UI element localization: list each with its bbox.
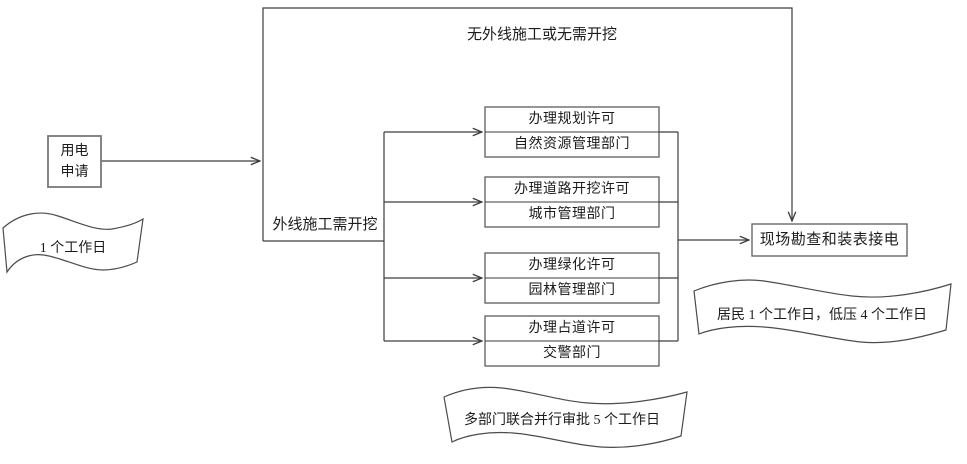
permit-4-department: 交警部门 (543, 345, 601, 361)
start-box (47, 135, 102, 188)
note-start-duration: 1 个工作日 (39, 241, 107, 257)
start-box-label: 用电 申请 (48, 136, 101, 187)
banner-start-duration (2, 212, 144, 274)
note-end-duration: 居民 1 个工作日，低压 4 个工作日 (717, 308, 927, 324)
permit-2-name: 办理道路开挖许可 (514, 181, 630, 197)
permit-2-department: 城市管理部门 (528, 206, 616, 222)
note-parallel-approval: 多部门联合并行审批 5 个工作日 (464, 413, 660, 429)
permit-4-name: 办理占道许可 (528, 320, 616, 336)
end-box-label: 现场勘查和装表接电 (759, 231, 900, 248)
end-box (751, 223, 908, 257)
permit-1-department: 自然资源管理部门 (514, 136, 630, 152)
label-external-work: 外线施工需开挖 (272, 216, 378, 233)
permit-3-department: 园林管理部门 (528, 282, 616, 298)
banner-parallel-approval (443, 386, 688, 448)
start-box-line1: 用电 (60, 143, 89, 159)
permit-1-name: 办理规划许可 (528, 111, 616, 127)
bypass-route-arrow (262, 7, 792, 241)
start-box-line2: 申请 (60, 164, 89, 180)
label-no-external-work: 无外线施工或无需开挖 (466, 26, 617, 43)
banner-end-duration (693, 279, 952, 344)
permit-3-name: 办理绿化许可 (528, 257, 616, 273)
